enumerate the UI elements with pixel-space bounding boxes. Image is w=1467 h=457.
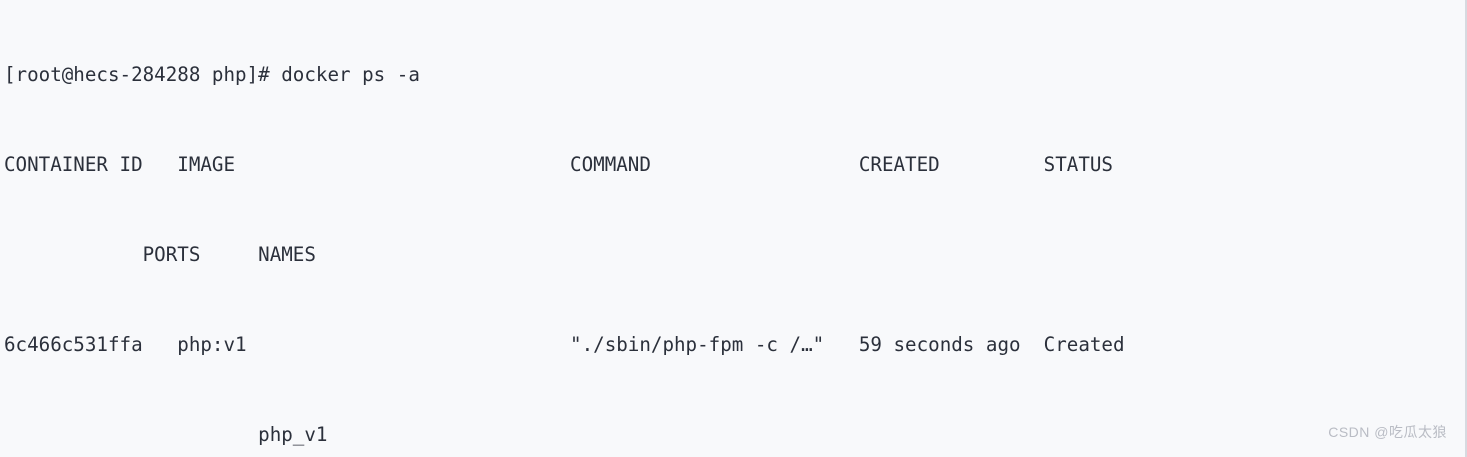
terminal-line-table-header: CONTAINER ID IMAGE COMMAND CREATED STATU…	[4, 153, 1113, 176]
terminal-screen[interactable]: [root@hecs-284288 php]# docker ps -a CON…	[4, 0, 1182, 457]
csdn-watermark: CSDN @吃瓜太狼	[1328, 424, 1447, 440]
terminal-line-table-header-wrap: PORTS NAMES	[4, 243, 316, 266]
terminal-line-row-1: 6c466c531ffa php:v1 "./sbin/php-fpm -c /…	[4, 333, 1125, 356]
terminal-line-prompt-command: [root@hecs-284288 php]# docker ps -a	[4, 63, 420, 86]
terminal-line-row-1-wrap: php_v1	[4, 423, 328, 446]
